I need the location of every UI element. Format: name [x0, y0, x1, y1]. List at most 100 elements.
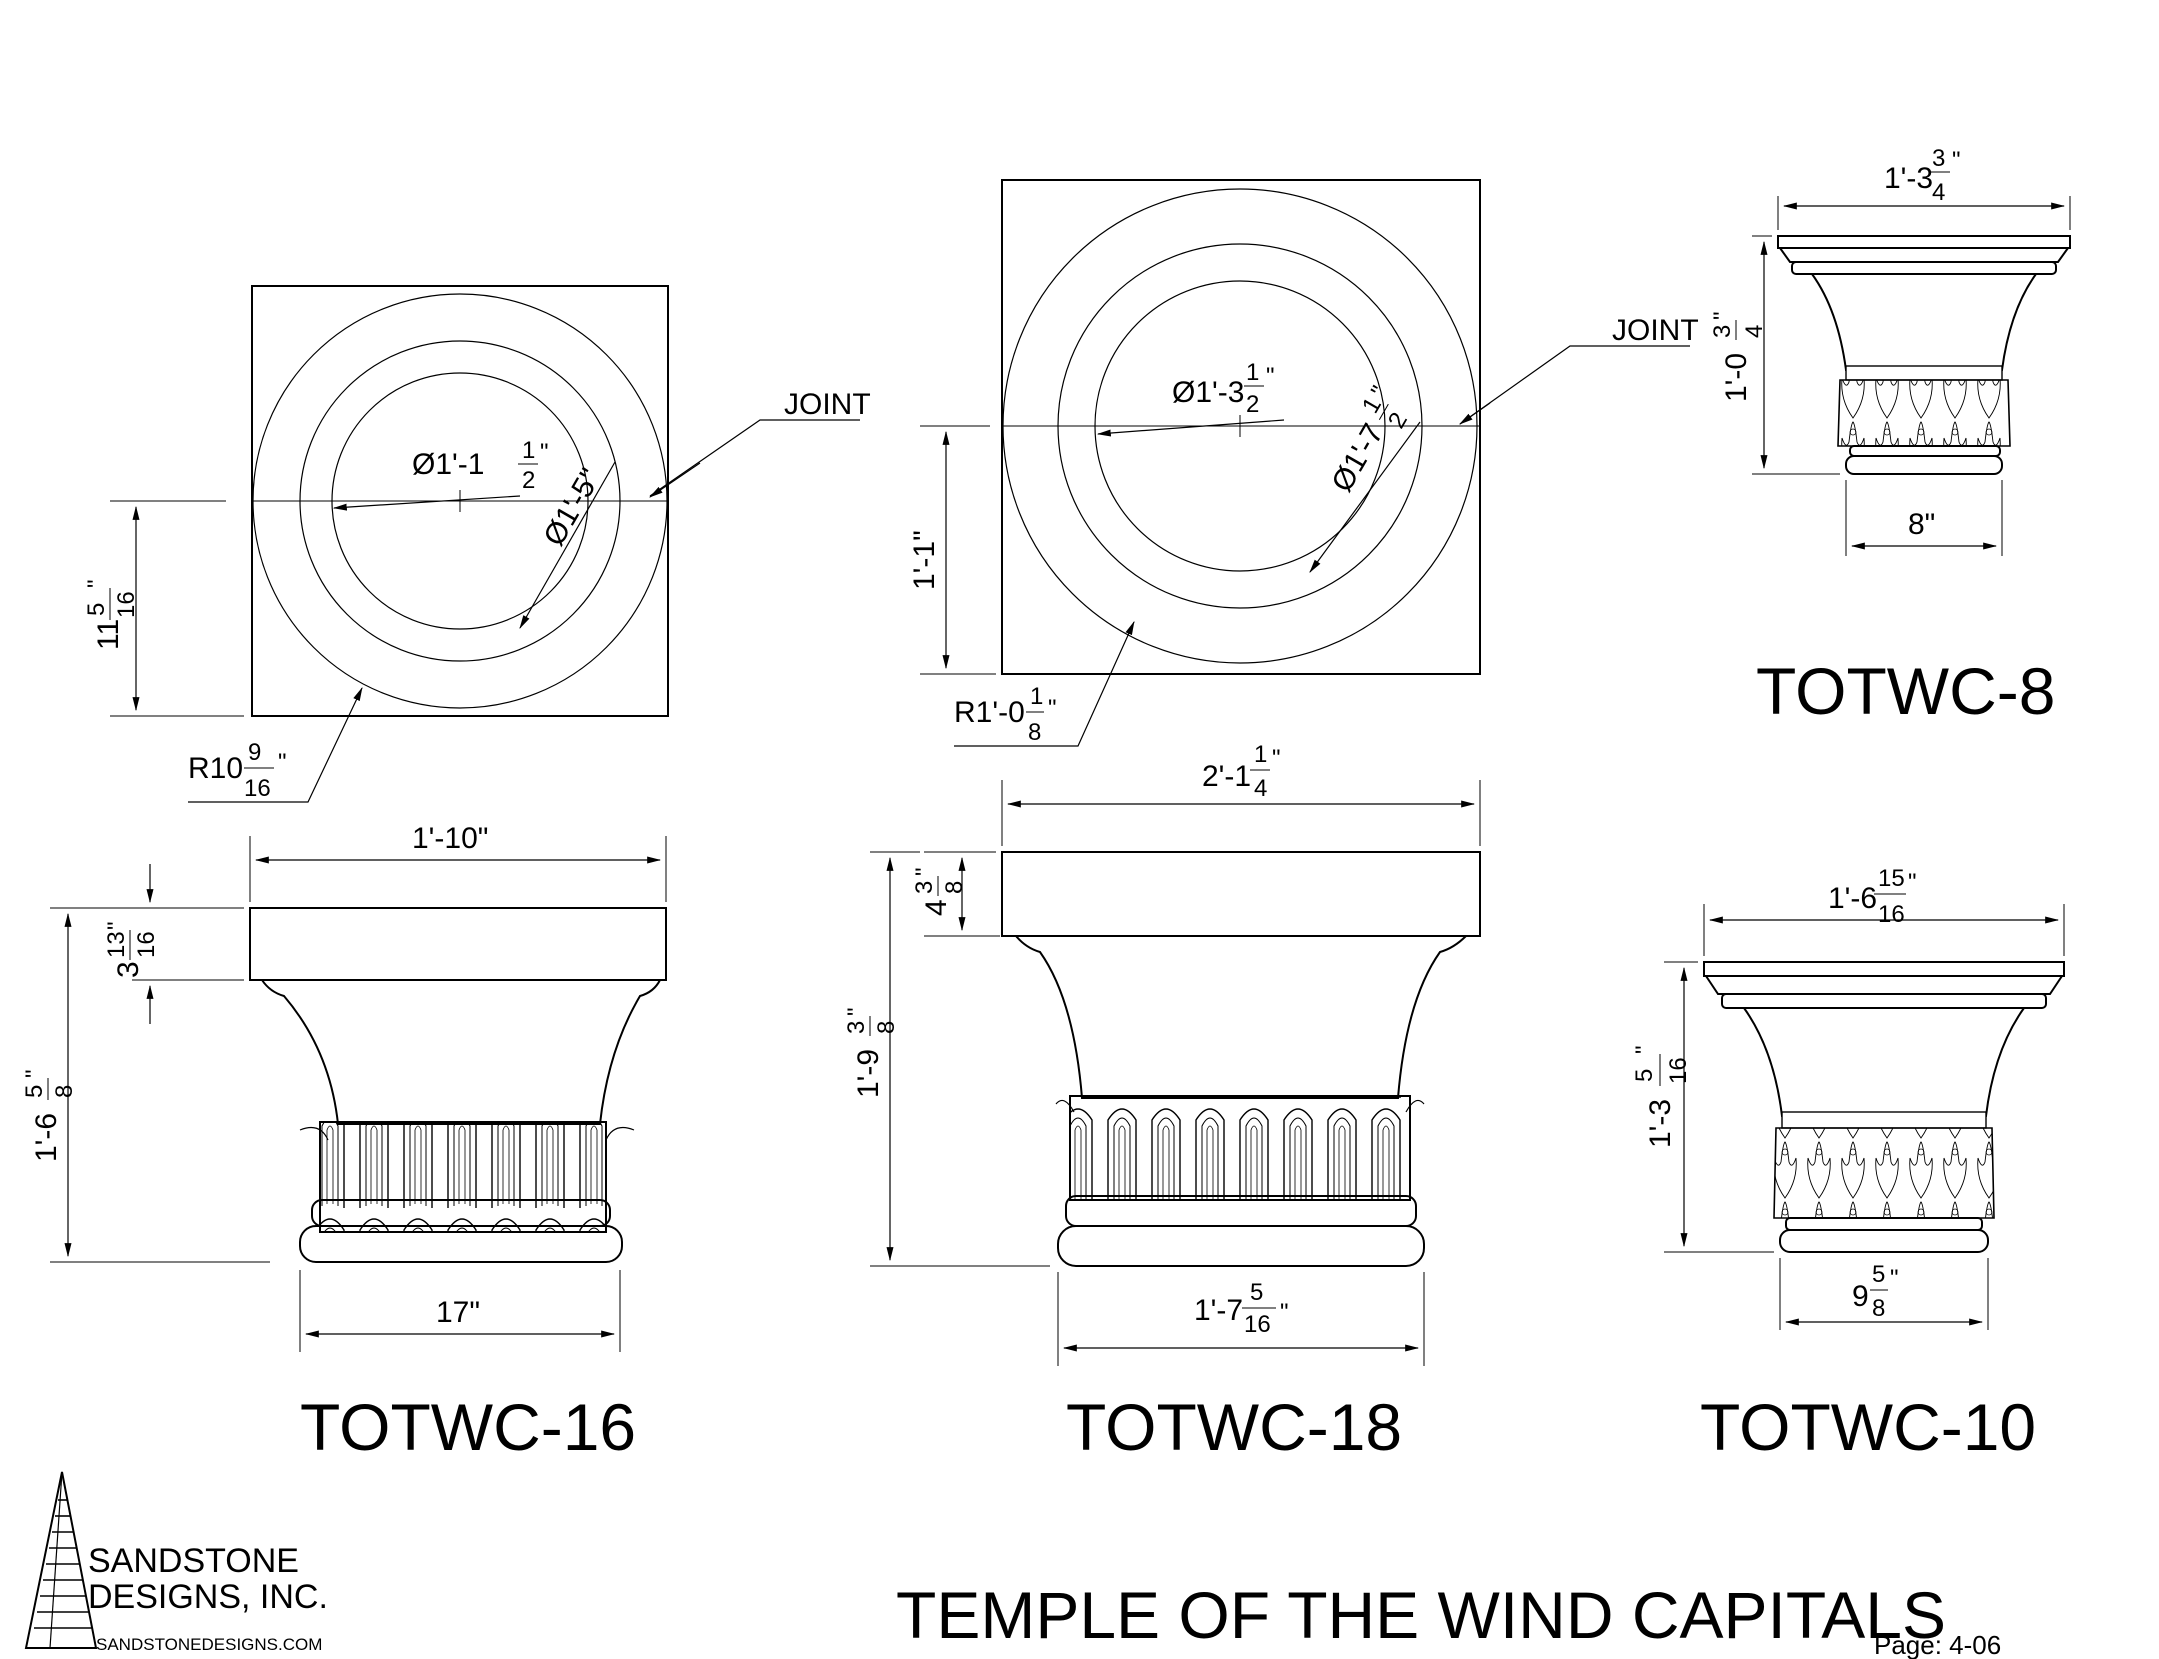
company-website: SANDSTONEDESIGNS.COM	[96, 1635, 322, 1654]
totwc18-top-width: 2'-1 1 4 "	[1202, 741, 1281, 802]
totwc18-overall-height: 1'-9 3 8 "	[843, 1007, 900, 1098]
svg-text:13: 13	[103, 931, 130, 958]
svg-text:": "	[21, 1069, 48, 1078]
svg-text:5: 5	[1872, 1261, 1885, 1288]
svg-text:9: 9	[248, 739, 261, 766]
totwc16-inner-diameter: Ø1'-1	[412, 448, 484, 481]
svg-text:16: 16	[1878, 901, 1905, 928]
totwc18-base-torus	[1057, 1225, 1425, 1267]
svg-text:": "	[1266, 363, 1275, 390]
totwc10-elevation-view: 1'-6 15 16 " 1'-3 5 16 " 9 5 8 " TOTWC-1…	[1631, 865, 2065, 1464]
totwc18-plan-square	[1001, 179, 1481, 675]
company-name-line1: SANDSTONE	[88, 1542, 299, 1580]
totwc18-bell	[1015, 935, 1467, 1099]
svg-text:4: 4	[1932, 179, 1945, 206]
totwc16-joint-label: JOINT	[784, 388, 871, 421]
totwc8-top-width: 1'-3 3 4 "	[1884, 145, 1961, 206]
svg-text:1'-0: 1'-0	[1720, 353, 1753, 402]
svg-text:2'-1: 2'-1	[1202, 760, 1251, 793]
totwc10-top-width: 1'-6 15 16 "	[1828, 865, 1917, 928]
svg-text:2: 2	[1383, 408, 1413, 433]
totwc16-outer-diameter: Ø1'-5"	[537, 463, 607, 551]
svg-text:4: 4	[920, 899, 953, 916]
totwc8-base-torus	[1845, 455, 2003, 475]
company-logo: SANDSTONE DESIGNS, INC. SANDSTONEDESIGNS…	[24, 1471, 328, 1654]
totwc16-flute-band	[319, 1121, 607, 1233]
svg-text:8: 8	[1028, 719, 1041, 746]
svg-text:4: 4	[1741, 325, 1768, 338]
company-name-line2: DESIGNS, INC.	[88, 1578, 328, 1616]
svg-text:3: 3	[1709, 325, 1736, 338]
totwc18-plan-height: 1'-1"	[908, 530, 941, 590]
svg-text:3: 3	[911, 881, 938, 894]
svg-text:": "	[540, 439, 549, 466]
totwc16-overall-height: 1'-6 5 8 "	[21, 1069, 78, 1162]
totwc16-top-width: 1'-10"	[412, 822, 488, 855]
svg-text:1'-7: 1'-7	[1194, 1294, 1243, 1327]
totwc10-base-width: 9 5 8 "	[1852, 1261, 1899, 1322]
totwc16-base-torus	[299, 1225, 623, 1263]
svg-text:": "	[1048, 695, 1057, 722]
svg-text:16: 16	[133, 931, 160, 958]
totwc16-plan-height: 11 5 16 "	[83, 579, 140, 650]
totwc8-base-width: 8"	[1908, 508, 1935, 541]
svg-text:5: 5	[21, 1085, 48, 1098]
totwc10-leaf-band	[1742, 1007, 2026, 1117]
svg-text:1'-9: 1'-9	[852, 1049, 885, 1098]
svg-text:1: 1	[522, 437, 535, 464]
svg-text:3: 3	[112, 961, 145, 978]
svg-text:": "	[1280, 1299, 1289, 1326]
svg-text:": "	[911, 867, 938, 876]
totwc10-overall-height: 1'-3 5 16 "	[1631, 1045, 1692, 1148]
svg-text:Ø1'-7: Ø1'-7	[1325, 418, 1390, 497]
sheet-title: TEMPLE OF THE WIND CAPITALS	[896, 1578, 1946, 1652]
svg-text:8: 8	[1872, 1295, 1885, 1322]
svg-text:2: 2	[1246, 391, 1259, 418]
totwc16-bell	[261, 979, 661, 1125]
totwc18-model-label: TOTWC-18	[1066, 1390, 1402, 1464]
svg-text:": "	[843, 1007, 870, 1016]
svg-text:": "	[1272, 745, 1281, 772]
svg-text:1'-6: 1'-6	[30, 1113, 63, 1162]
svg-text:": "	[1709, 311, 1736, 320]
svg-text:16: 16	[113, 591, 140, 618]
totwc18-flute-band	[1069, 1095, 1411, 1201]
svg-text:": "	[278, 749, 287, 776]
svg-text:11: 11	[92, 619, 125, 650]
svg-text:1: 1	[1254, 741, 1267, 768]
page-number: Page: 4-06	[1874, 1630, 2001, 1659]
svg-text:": "	[1631, 1045, 1658, 1054]
totwc8-elevation-view: 1'-3 3 4 " 1'-0 3 4 " 8" TOTWC-8	[1709, 145, 2071, 728]
svg-text:1: 1	[1246, 359, 1259, 386]
svg-text:": "	[1952, 147, 1961, 174]
totwc16-abacus	[249, 907, 667, 981]
svg-text:5: 5	[1250, 1279, 1263, 1306]
totwc18-plan-view: Ø1'-3 1 2 " Ø1'-7 1 2 " JOINT 1'-1" R1'-…	[908, 179, 1699, 747]
svg-text:9: 9	[1852, 1280, 1869, 1313]
totwc16-plan-view: Ø1'-1 1 2 " Ø1'-5" JOINT 11 5 16 " R10 9…	[83, 285, 871, 803]
totwc8-leaf-band	[1810, 273, 2038, 371]
svg-text:": "	[1890, 1265, 1899, 1292]
totwc8-acanthus-band	[1837, 379, 2011, 447]
totwc8-overall-height: 1'-0 3 4 "	[1709, 311, 1768, 402]
totwc18-radius: R1'-0	[954, 696, 1025, 729]
totwc18-base-width: 1'-7 5 16 "	[1194, 1279, 1289, 1338]
svg-text:5: 5	[83, 603, 110, 616]
svg-text:4: 4	[1254, 775, 1267, 802]
totwc16-abacus-height: 3 13 16 "	[103, 921, 160, 978]
svg-text:3: 3	[1932, 145, 1945, 172]
totwc10-model-label: TOTWC-10	[1700, 1390, 2036, 1464]
totwc18-abacus	[1001, 851, 1481, 937]
svg-text:8: 8	[941, 881, 968, 894]
svg-text:16: 16	[1665, 1057, 1692, 1084]
svg-text:": "	[1908, 869, 1917, 896]
svg-text:8: 8	[873, 1021, 900, 1034]
svg-text:5: 5	[1631, 1069, 1658, 1082]
svg-text:1: 1	[1030, 683, 1043, 710]
totwc16-base-width: 17"	[436, 1296, 480, 1329]
totwc10-acanthus-band	[1773, 1127, 1995, 1219]
totwc18-abacus-height: 4 3 8 "	[911, 867, 968, 916]
svg-text:8: 8	[51, 1085, 78, 1098]
svg-text:3: 3	[843, 1021, 870, 1034]
